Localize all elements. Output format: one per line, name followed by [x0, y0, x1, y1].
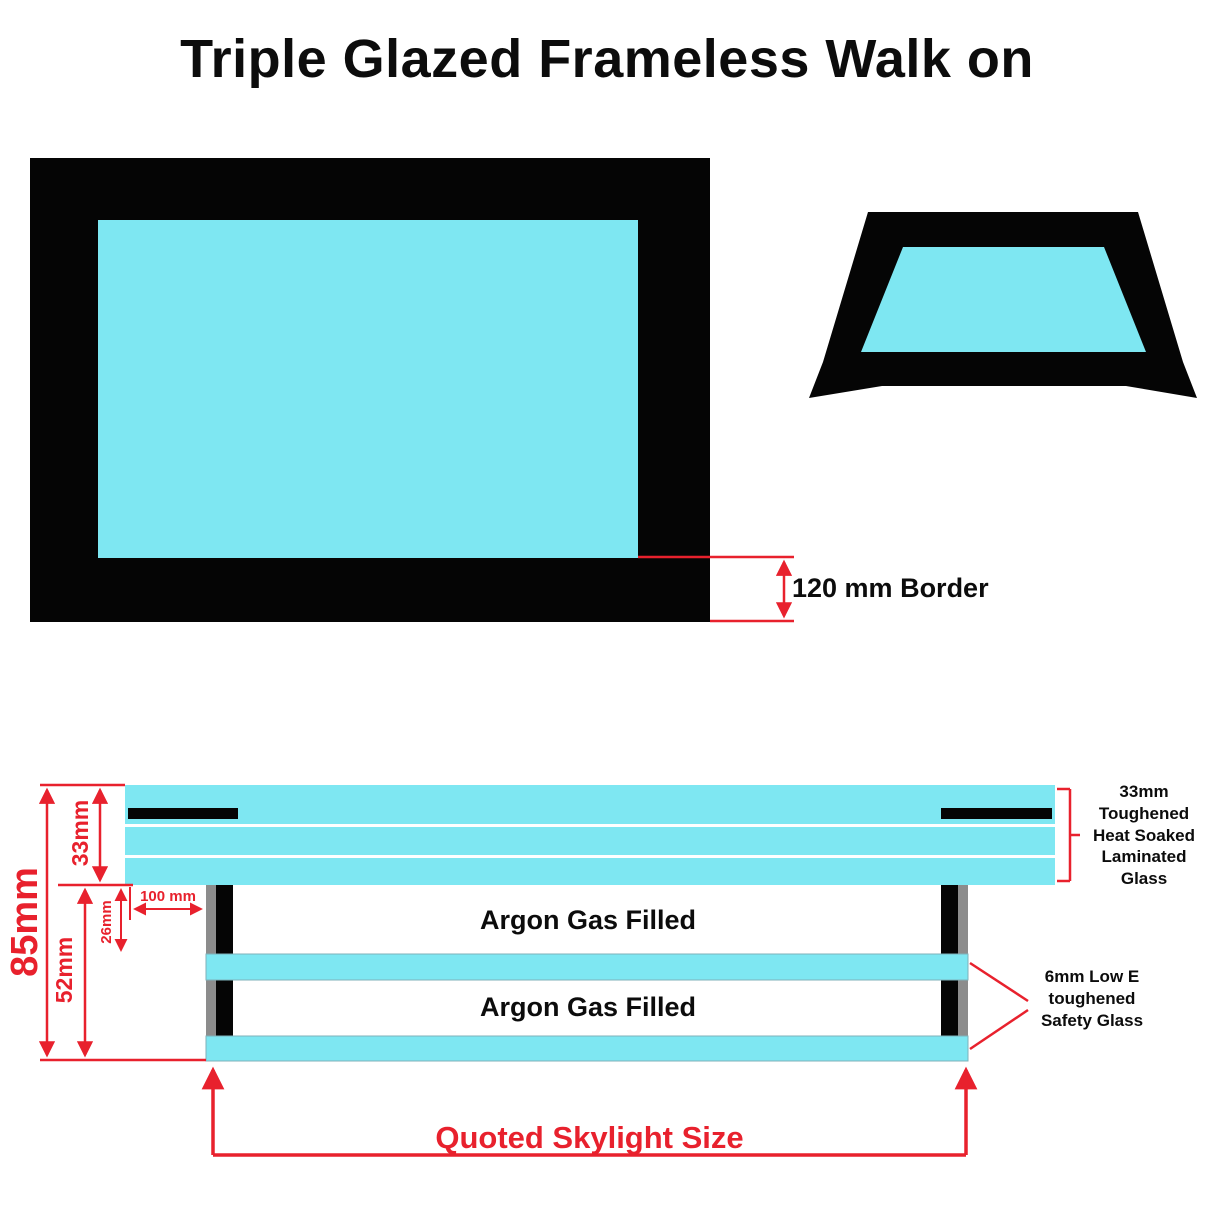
laminated-layer-1: [125, 785, 1055, 824]
laminated-glass-label-line4: Laminated Glass: [1101, 847, 1187, 888]
ceramic-border-right: [941, 808, 1052, 819]
section-panes: [205, 953, 969, 1062]
safety-glass-label: 6mm Low E toughened Safety Glass: [1022, 966, 1162, 1031]
plan-glass: [98, 220, 638, 558]
bottom-pane: [205, 1035, 969, 1062]
page-title: Triple Glazed Frameless Walk on: [180, 29, 1034, 89]
section-dimensions: [38, 783, 206, 1062]
border-dimension: [638, 555, 794, 623]
dim-label-26mm: 26mm: [98, 900, 115, 944]
laminated-label-bracket: [1057, 787, 1080, 883]
safety-glass-label-line2: toughened: [1048, 988, 1136, 1008]
dim-label-100mm: 100 mm: [140, 888, 196, 905]
perspective-view: [809, 212, 1197, 398]
dim-label-33mm: 33mm: [67, 799, 93, 867]
quoted-skylight-size-label: Quoted Skylight Size: [435, 1120, 744, 1155]
laminated-glass-label-line2: Toughened: [1098, 803, 1190, 823]
laminated-layer-2: [125, 827, 1055, 855]
section-laminated-unit: [125, 785, 1055, 885]
laminated-layer-3: [125, 858, 1055, 885]
plan-view: [30, 158, 710, 622]
argon-gap-2-label: Argon Gas Filled: [479, 992, 697, 1022]
safety-glass-label-line1: 6mm Low E: [1044, 967, 1140, 986]
laminated-glass-label: 33mm Toughened Heat Soaked Laminated Gla…: [1078, 781, 1210, 890]
middle-pane: [205, 953, 969, 981]
dim-label-85mm: 85mm: [4, 867, 46, 977]
argon-gap-1-label: Argon Gas Filled: [479, 905, 697, 935]
safety-glass-label-line3: Safety Glass: [1040, 1010, 1144, 1030]
laminated-glass-label-line1: 33mm: [1119, 782, 1169, 801]
quoted-size-dimension: [201, 1066, 978, 1157]
ceramic-border-left: [128, 808, 238, 819]
laminated-glass-label-line3: Heat Soaked: [1092, 825, 1196, 845]
safety-label-pointers: [969, 961, 1029, 1051]
dim-label-52mm: 52mm: [51, 936, 77, 1004]
perspective-glass: [861, 247, 1146, 352]
border-dimension-label: 120 mm Border: [792, 573, 989, 603]
